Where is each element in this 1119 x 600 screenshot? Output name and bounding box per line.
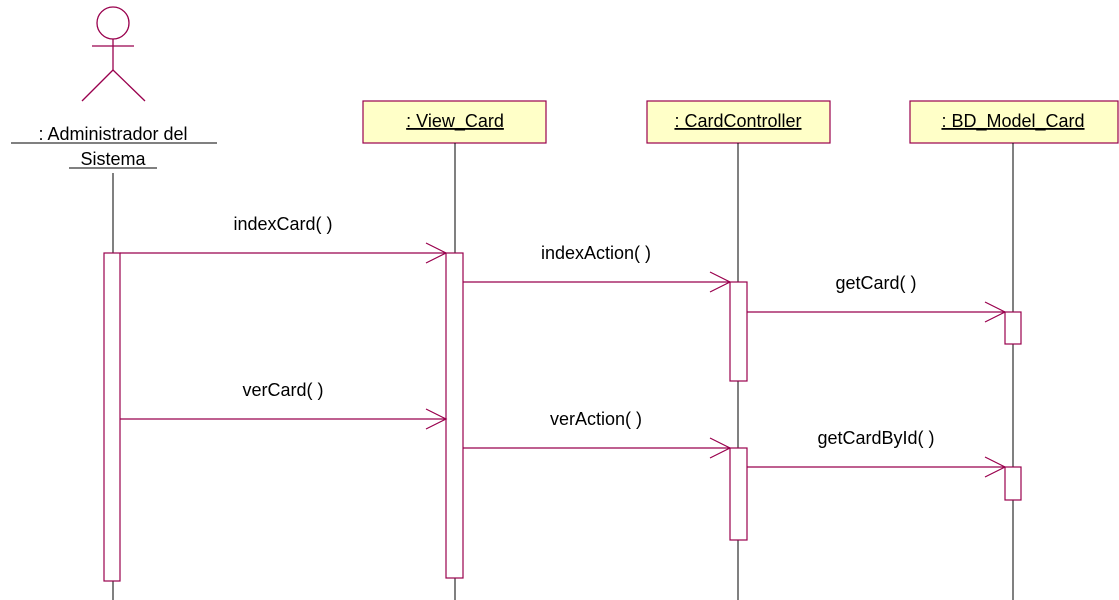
message-label: getCardById( ) (817, 428, 934, 448)
activation-card-controller-2 (729, 447, 748, 541)
object-card-controller: : CardController (646, 100, 831, 144)
actor-administrador: : Administrador del Sistema (11, 6, 217, 169)
message-index-card: indexCard( ) (120, 214, 448, 264)
message-label: verAction( ) (550, 409, 642, 429)
message-get-card: getCard( ) (747, 273, 1007, 323)
object-box (909, 100, 1119, 144)
object-view-card: : View_Card (362, 100, 547, 144)
object-name: : View_Card (406, 111, 504, 132)
object-name: : CardController (674, 111, 801, 131)
stick-figure-icon (81, 6, 146, 102)
activation-card-controller-1 (729, 281, 748, 382)
message-label: indexAction( ) (541, 243, 651, 263)
lifelines (112, 143, 1014, 600)
object-bd-model-card: : BD_Model_Card (909, 100, 1119, 144)
arrowhead-icon (425, 408, 448, 430)
arrowhead-icon (709, 271, 732, 293)
actor-name-line1: : Administrador del (38, 124, 187, 144)
message-index-action: indexAction( ) (463, 243, 732, 293)
arrowhead-icon (425, 242, 448, 264)
activation-view-card (445, 252, 464, 579)
arrowhead-icon (984, 301, 1007, 323)
message-ver-card: verCard( ) (120, 380, 448, 430)
object-box (362, 100, 547, 144)
arrowhead-icon (984, 456, 1007, 478)
message-ver-action: verAction( ) (463, 409, 732, 459)
object-name: : BD_Model_Card (941, 111, 1084, 132)
message-label: verCard( ) (242, 380, 323, 400)
activation-bd-model-card-1 (1004, 311, 1022, 345)
message-get-card-by-id: getCardById( ) (747, 428, 1007, 478)
message-label: indexCard( ) (233, 214, 332, 234)
activation-actor (103, 252, 121, 582)
arrowhead-icon (709, 437, 732, 459)
message-label: getCard( ) (835, 273, 916, 293)
activation-bd-model-card-2 (1004, 466, 1022, 501)
activations (103, 252, 1022, 582)
actor-name-line2: Sistema (80, 149, 146, 169)
